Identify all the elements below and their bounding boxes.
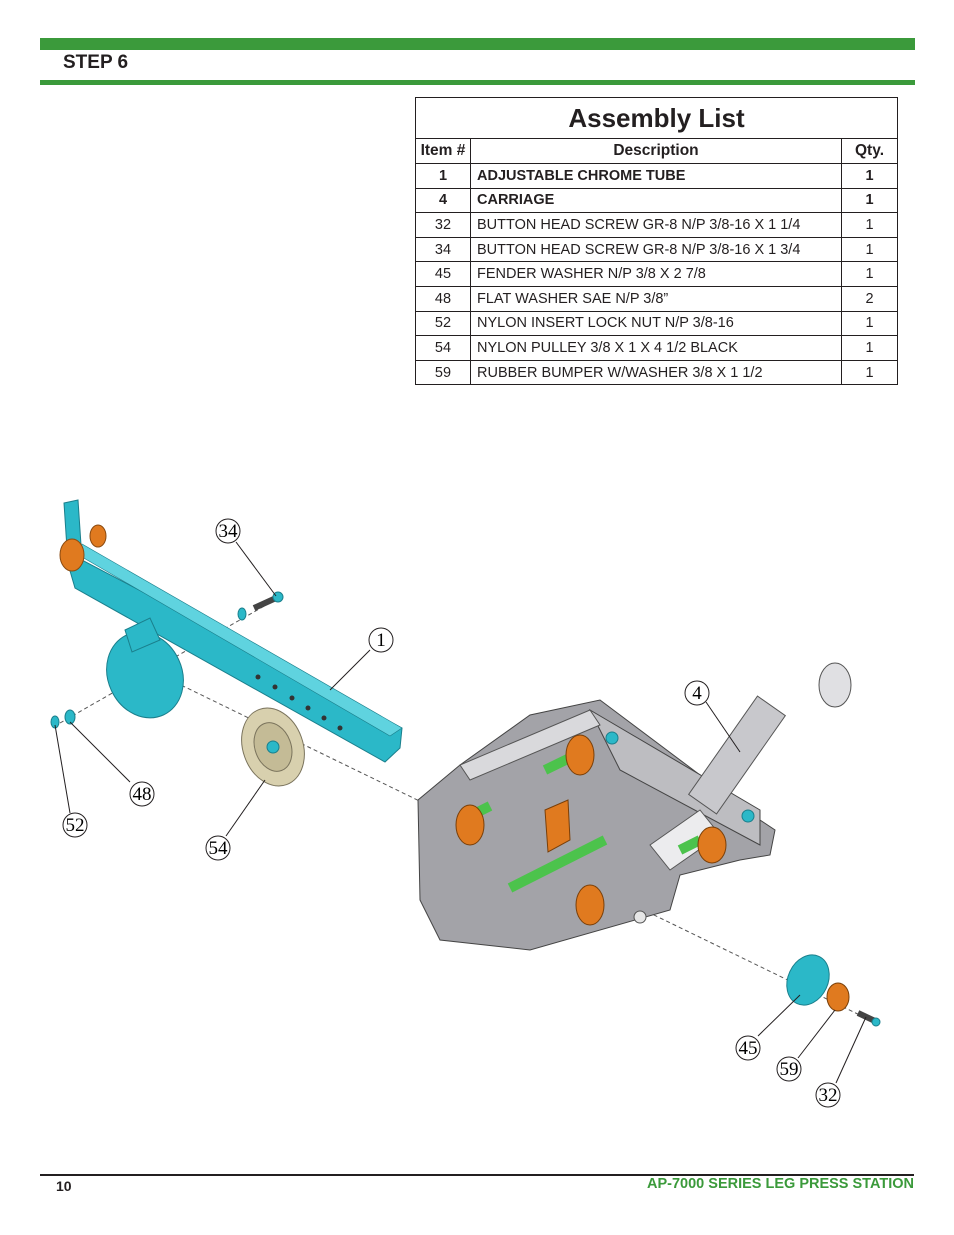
table-row: 1 ADJUSTABLE CHROME TUBE 1 <box>415 163 898 189</box>
tube-bumper <box>59 524 107 572</box>
item-number: 52 <box>415 310 471 337</box>
callout-leader-lines <box>54 541 867 1084</box>
page-number: 10 <box>56 1178 72 1194</box>
exploded-assembly-diagram: 34 1 4 48 52 54 45 59 32 <box>50 499 881 1108</box>
item-description: RUBBER BUMPER W/WASHER 3/8 X 1 1/2 <box>470 359 842 386</box>
flat-washer-48 <box>64 709 76 725</box>
assembly-list-table: Assembly List Item # Description Qty. 1 … <box>415 97 898 386</box>
svg-text:59: 59 <box>780 1059 799 1080</box>
item-number: 32 <box>415 212 471 238</box>
item-description: ADJUSTABLE CHROME TUBE <box>470 163 842 189</box>
item-number: 1 <box>415 163 471 189</box>
item-description: FENDER WASHER N/P 3/8 X 2 7/8 <box>470 261 842 287</box>
item-qty: 1 <box>841 359 898 386</box>
callout-52: 52 <box>62 812 88 838</box>
assembly-list-title: Assembly List <box>415 97 898 139</box>
svg-text:4: 4 <box>692 683 702 704</box>
fender-washer-45 <box>786 954 830 1006</box>
button-head-screw-32 <box>856 1010 881 1027</box>
item-qty: 1 <box>841 163 898 189</box>
step-title: STEP 6 <box>63 52 129 73</box>
svg-text:54: 54 <box>209 838 229 859</box>
lock-nut-52 <box>50 715 60 729</box>
callout-48: 48 <box>129 781 155 807</box>
item-qty: 2 <box>841 285 898 312</box>
item-qty: 1 <box>841 335 898 361</box>
item-description: BUTTON HEAD SCREW GR-8 N/P 3/8-16 X 1 3/… <box>470 236 842 263</box>
item-qty: 1 <box>841 261 898 287</box>
item-qty: 1 <box>841 236 898 263</box>
callout-54: 54 <box>205 835 231 861</box>
callout-1: 1 <box>368 627 394 653</box>
header-rule-bottom <box>40 80 915 85</box>
callout-34: 34 <box>215 518 241 544</box>
item-number: 34 <box>415 236 471 263</box>
table-row: 34 BUTTON HEAD SCREW GR-8 N/P 3/8-16 X 1… <box>415 236 898 263</box>
carriage-rollers <box>455 731 755 926</box>
svg-text:48: 48 <box>133 784 152 805</box>
column-header-qty: Qty. <box>841 138 898 164</box>
svg-text:52: 52 <box>66 815 85 836</box>
item-number: 59 <box>415 359 471 386</box>
callout-59: 59 <box>776 1056 802 1082</box>
item-description: NYLON PULLEY 3/8 X 1 X 4 1/2 BLACK <box>470 335 842 361</box>
rubber-bumper-59 <box>826 982 850 1012</box>
callout-4: 4 <box>684 680 710 706</box>
button-head-screw-34 <box>237 591 284 621</box>
footer-title: AP-7000 SERIES LEG PRESS STATION <box>647 1176 914 1192</box>
table-row: 45 FENDER WASHER N/P 3/8 X 2 7/8 1 <box>415 261 898 287</box>
header-rule-top <box>40 38 915 50</box>
nylon-pulley-54 <box>241 707 305 787</box>
item-qty: 1 <box>841 310 898 337</box>
adjustable-chrome-tube <box>63 499 403 763</box>
item-description: NYLON INSERT LOCK NUT N/P 3/8-16 <box>470 310 842 337</box>
svg-text:32: 32 <box>819 1085 838 1106</box>
item-qty: 1 <box>841 212 898 238</box>
item-number: 54 <box>415 335 471 361</box>
footer-rule <box>40 1174 914 1176</box>
item-qty: 1 <box>841 187 898 214</box>
table-row: 4 CARRIAGE 1 <box>415 187 898 214</box>
item-number: 4 <box>415 187 471 214</box>
item-number: 48 <box>415 285 471 312</box>
column-header-item: Item # <box>415 138 471 164</box>
carriage <box>417 662 852 951</box>
table-row: 32 BUTTON HEAD SCREW GR-8 N/P 3/8-16 X 1… <box>415 212 898 238</box>
svg-text:34: 34 <box>219 521 239 542</box>
table-row: 52 NYLON INSERT LOCK NUT N/P 3/8-16 1 <box>415 310 898 337</box>
callout-45: 45 <box>735 1035 761 1061</box>
item-description: BUTTON HEAD SCREW GR-8 N/P 3/8-16 X 1 1/… <box>470 212 842 238</box>
svg-text:45: 45 <box>739 1038 758 1059</box>
table-row: 48 FLAT WASHER SAE N/P 3/8” 2 <box>415 285 898 312</box>
table-row: 54 NYLON PULLEY 3/8 X 1 X 4 1/2 BLACK 1 <box>415 335 898 361</box>
item-number: 45 <box>415 261 471 287</box>
item-description: CARRIAGE <box>470 187 842 214</box>
table-row: 59 RUBBER BUMPER W/WASHER 3/8 X 1 1/2 1 <box>415 359 898 386</box>
column-header-description: Description <box>470 138 842 164</box>
svg-text:1: 1 <box>376 630 386 651</box>
item-description: FLAT WASHER SAE N/P 3/8” <box>470 285 842 312</box>
callout-32: 32 <box>815 1082 841 1108</box>
